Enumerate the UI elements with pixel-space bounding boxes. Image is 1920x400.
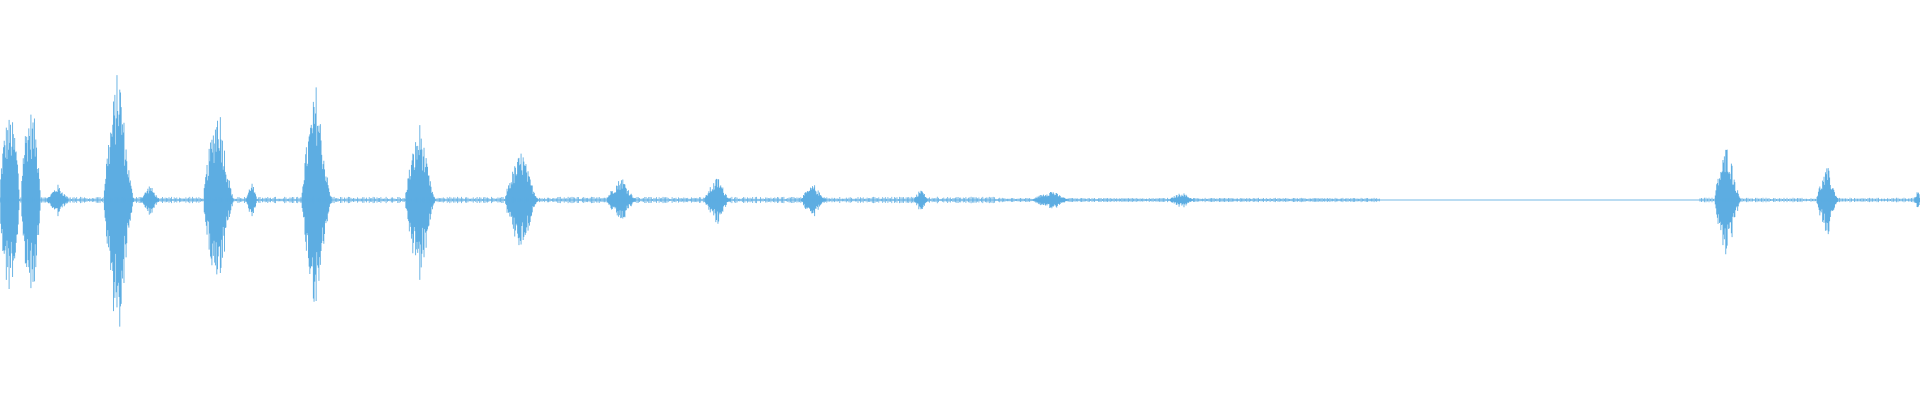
waveform-burst xyxy=(21,114,41,289)
waveform-burst xyxy=(0,119,20,290)
waveform-burst xyxy=(1714,149,1742,255)
waveform-burst xyxy=(203,117,235,275)
waveform-bursts xyxy=(0,75,1920,327)
waveform-noise xyxy=(0,196,1920,204)
waveform-burst xyxy=(301,87,332,302)
waveform-burst xyxy=(1816,168,1840,235)
waveform-burst xyxy=(246,183,258,217)
